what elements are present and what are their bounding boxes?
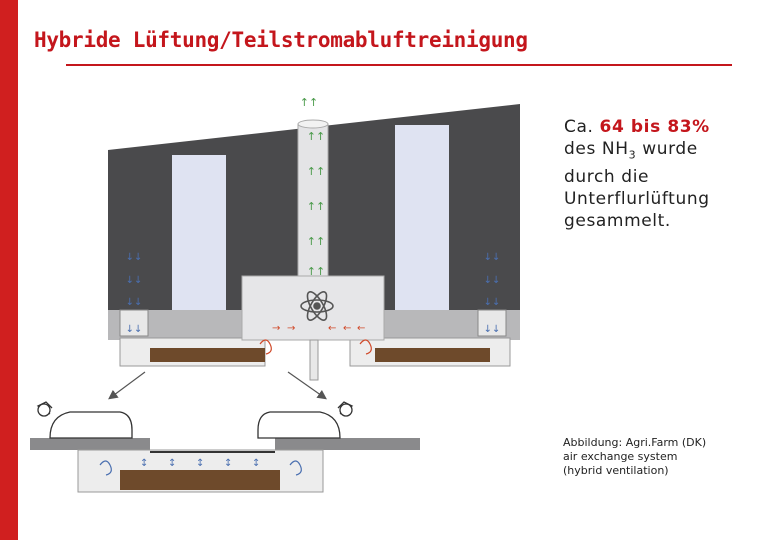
desc-prefix: Ca. bbox=[564, 117, 594, 137]
desc-highlight: 64 bis 83% bbox=[599, 117, 710, 137]
air-flow-arrow-icon: ↕ ↕ ↕ ↕ ↕ bbox=[140, 458, 260, 469]
inlet-box-left bbox=[119, 309, 149, 337]
slurry-left bbox=[150, 348, 265, 362]
detail-arrow-right bbox=[287, 371, 327, 400]
svg-text:↓↓: ↓↓ bbox=[484, 324, 501, 335]
desc-line2-post: wurde bbox=[636, 139, 698, 159]
slide-title: Hybride Lüftung/Teilstromabluftreinigung bbox=[34, 28, 528, 52]
hybrid-ventilation-diagram: ↑↑ ↑↑ ↑↑ ↑↑ ↑↑ ↑↑ ↓↓ ↓↓ ↓↓ ↓↓ ↓↓ ↓↓ ↓↓ ↓… bbox=[30, 96, 520, 493]
svg-text:↓↓: ↓↓ bbox=[126, 252, 143, 263]
svg-text:←: ← bbox=[343, 323, 351, 334]
barn-window-right bbox=[395, 125, 449, 313]
svg-text:↓↓: ↓↓ bbox=[484, 297, 501, 308]
svg-text:↕: ↕ bbox=[252, 458, 260, 469]
desc-line4: Unterflurlüftung bbox=[564, 189, 710, 210]
svg-text:↓↓: ↓↓ bbox=[126, 275, 143, 286]
svg-text:↑↑: ↑↑ bbox=[300, 96, 318, 109]
detail-arrow-left bbox=[108, 371, 146, 400]
caption-line3: (hybrid ventilation) bbox=[563, 464, 669, 477]
cow-icon bbox=[36, 401, 133, 439]
airflow-swirl-icon bbox=[99, 460, 302, 476]
svg-text:↕: ↕ bbox=[168, 458, 176, 469]
svg-text:↑↑: ↑↑ bbox=[307, 235, 325, 248]
platform-left bbox=[30, 438, 150, 450]
barn-window-left bbox=[172, 155, 226, 313]
svg-text:↕: ↕ bbox=[224, 458, 232, 469]
title-underline bbox=[66, 64, 732, 66]
caption-line1: Abbildung: Agri.Farm (DK) bbox=[563, 436, 707, 449]
finding-text: Ca. 64 bis 83% des NH3 wurde durch die U… bbox=[564, 116, 754, 232]
svg-text:←: ← bbox=[357, 323, 365, 334]
platform-right bbox=[275, 438, 420, 450]
inlet-box-right bbox=[477, 309, 507, 337]
chimney-top bbox=[297, 119, 329, 129]
svg-text:↕: ↕ bbox=[196, 458, 204, 469]
airflow-swirl-icon bbox=[259, 339, 372, 355]
desc-line5: gesammelt. bbox=[564, 211, 671, 232]
svg-text:↓↓: ↓↓ bbox=[484, 275, 501, 286]
slurry-right bbox=[375, 348, 490, 362]
svg-text:→: → bbox=[287, 323, 295, 334]
desc-line2-sub: 3 bbox=[628, 148, 637, 162]
svg-text:↑↑: ↑↑ bbox=[307, 200, 325, 213]
svg-text:←: ← bbox=[328, 323, 336, 334]
air-flow-arrow-icon: → → ← ← ← bbox=[272, 323, 365, 334]
air-flow-arrow-icon: ↑↑ ↑↑ ↑↑ ↑↑ ↑↑ ↑↑ bbox=[300, 96, 325, 278]
svg-text:↑↑: ↑↑ bbox=[307, 165, 325, 178]
svg-text:→: → bbox=[272, 323, 280, 334]
svg-text:↓↓: ↓↓ bbox=[126, 297, 143, 308]
drop-pipe bbox=[309, 339, 319, 381]
left-accent-bar bbox=[0, 0, 18, 540]
desc-line3: durch die bbox=[564, 167, 650, 188]
caption-line2: air exchange system bbox=[563, 450, 678, 463]
cow-icon bbox=[257, 401, 354, 439]
svg-text:↓↓: ↓↓ bbox=[126, 324, 143, 335]
svg-text:↑↑: ↑↑ bbox=[307, 265, 325, 278]
svg-text:↑↑: ↑↑ bbox=[307, 130, 325, 143]
svg-text:↓↓: ↓↓ bbox=[484, 252, 501, 263]
fan-icon bbox=[300, 291, 334, 321]
svg-text:↕: ↕ bbox=[140, 458, 148, 469]
air-flow-arrow-icon: ↓↓ ↓↓ ↓↓ ↓↓ ↓↓ ↓↓ ↓↓ ↓↓ bbox=[126, 252, 501, 335]
lower-slurry bbox=[120, 470, 280, 490]
desc-line2-pre: des NH bbox=[564, 139, 629, 159]
figure-caption: Abbildung: Agri.Farm (DK) air exchange s… bbox=[563, 436, 763, 478]
